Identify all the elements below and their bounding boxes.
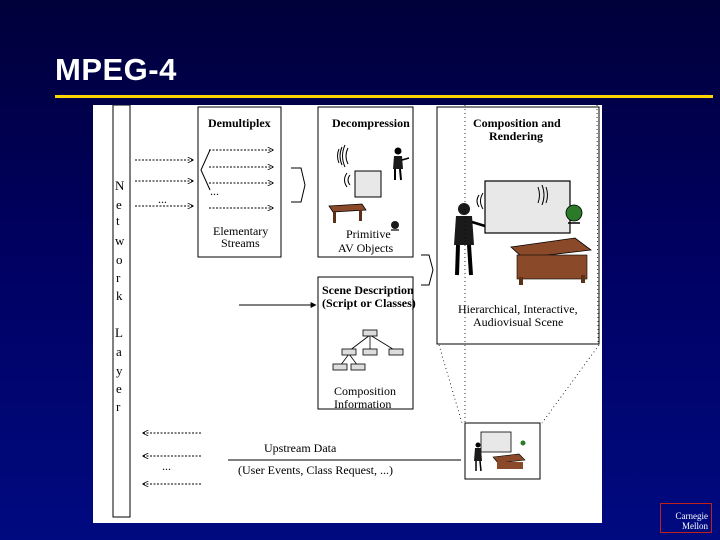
decompression-to-composition-arrow (421, 254, 434, 286)
terminal-globe-icon (520, 440, 526, 446)
network-layer-box (112, 105, 131, 518)
scene-description-title: (Script or Classes) (322, 296, 416, 310)
network-letter: e (116, 197, 122, 212)
screen-icon (354, 170, 382, 198)
network-layer-label: N e t w o r k L a y e r (115, 178, 125, 414)
primitive-av-objects-label: AV Objects (338, 241, 394, 255)
presenter-figure-icon (393, 147, 410, 181)
demux-fan-lines (200, 149, 211, 191)
scene-description-box (317, 276, 414, 410)
decompression-title: Decompression (332, 116, 410, 130)
upstream-ellipsis: ... (162, 459, 171, 473)
scene-screen-icon (484, 180, 571, 234)
upstream-data-detail: (User Events, Class Request, ...) (238, 463, 393, 477)
demultiplex-title: Demultiplex (208, 116, 271, 130)
network-letter: r (116, 270, 121, 285)
network-to-demux-arrows (135, 160, 193, 206)
title-rule (55, 95, 713, 98)
logo-line: Carnegie (675, 511, 708, 521)
scene-description-title: Scene Description (322, 283, 414, 297)
audio-wave-icon (476, 184, 548, 210)
network-letter: e (116, 381, 122, 396)
desk-icon (510, 237, 593, 285)
desk-icon (328, 203, 367, 223)
terminal-screen-icon (480, 431, 512, 453)
demux-stream-ellipsis: ... (210, 184, 219, 198)
demux-to-decompression-arrow (291, 167, 306, 203)
audio-wave-icon (344, 172, 351, 188)
decompression-box (317, 106, 414, 258)
composition-title: Composition and (473, 116, 561, 130)
network-letter: N (115, 178, 125, 193)
demux-input-ellipsis: ... (158, 192, 167, 206)
scene-graph-tree-icon (332, 329, 404, 371)
university-logo: Carnegie Mellon (660, 503, 712, 533)
audiovisual-scene-label: Audiovisual Scene (473, 315, 563, 329)
network-letter: L (115, 325, 123, 340)
composition-title: Rendering (489, 129, 543, 143)
elementary-streams-label: Streams (221, 236, 260, 250)
network-letter: r (116, 399, 121, 414)
diagram-canvas: N e t w o r k L a y e r ... Demultiplex … (112, 105, 600, 518)
upstream-arrows (143, 433, 201, 484)
network-letter: k (116, 288, 123, 303)
demultiplex-box (197, 106, 282, 258)
elementary-streams-label: Elementary (213, 224, 268, 238)
network-letter: w (115, 233, 125, 248)
logo-line: Mellon (682, 521, 708, 531)
audio-wave-icon (337, 144, 349, 168)
network-letter: t (116, 213, 120, 228)
network-letter: a (116, 344, 122, 359)
composition-rendering-box (436, 106, 600, 345)
upstream-data-title: Upstream Data (264, 441, 337, 455)
network-letter: y (116, 363, 123, 378)
audiovisual-scene-label: Hierarchical, Interactive, (458, 302, 578, 316)
primitive-av-objects-label: Primitive (346, 227, 391, 241)
network-letter: o (116, 252, 123, 267)
composition-information-label: Composition (334, 384, 396, 398)
elementary-stream-arrows (209, 150, 273, 208)
composition-information-label: Information (334, 397, 391, 411)
mpeg4-diagram: N e t w o r k L a y e r ... Demultiplex … (93, 105, 602, 523)
globe-icon (565, 204, 583, 224)
terminal-presenter-icon (474, 442, 482, 472)
slide-title: MPEG-4 (55, 52, 177, 87)
presenter-figure-icon (454, 203, 486, 276)
globe-icon (391, 221, 399, 231)
terminal-desk-icon (492, 453, 526, 469)
projection-lines (438, 105, 600, 424)
